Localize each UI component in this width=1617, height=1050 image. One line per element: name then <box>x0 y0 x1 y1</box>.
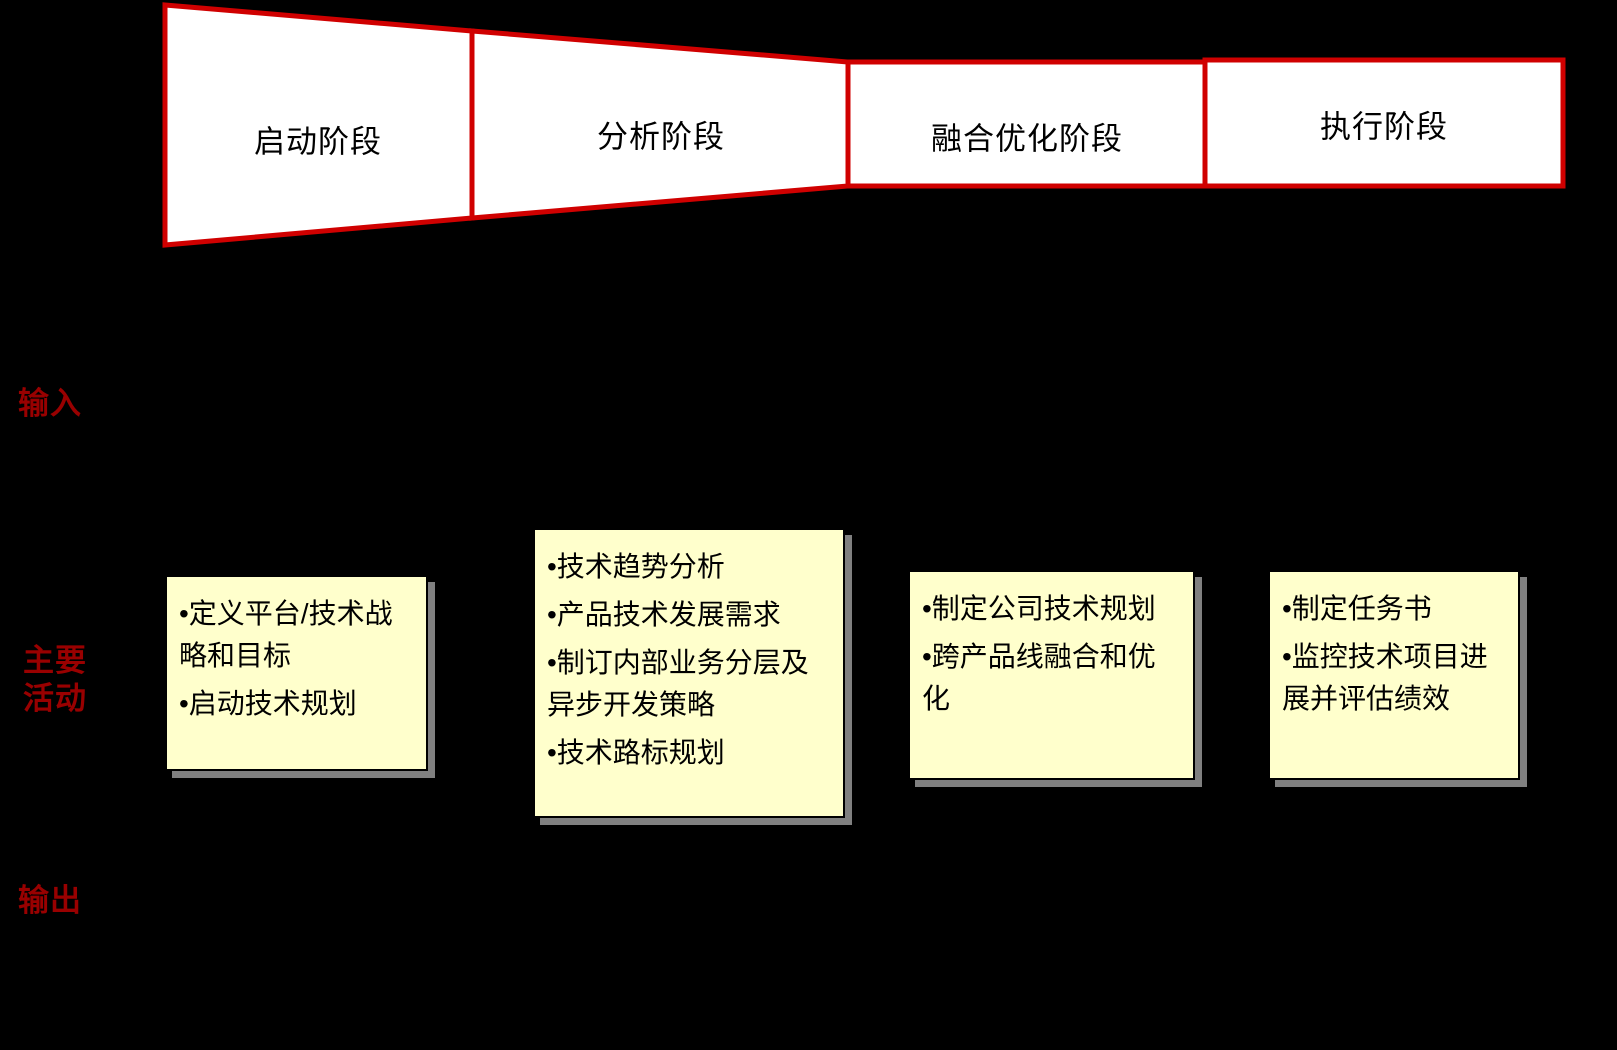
funnel-graphic <box>162 2 1566 248</box>
row-label-main-activities: 主要 活动 <box>23 643 87 716</box>
bullet-item: •技术趋势分析 <box>547 551 725 582</box>
phase-label-fusion-optimization: 融合优化阶段 <box>931 121 1123 157</box>
bullet-item: •制订内部业务分层及异步开发策略 <box>547 647 809 720</box>
activity-note-analysis: •技术趋势分析 •产品技术发展需求 •制订内部业务分层及异步开发策略 •技术路标… <box>533 528 845 818</box>
bullet-item: •定义平台/技术战略和目标 <box>179 598 393 671</box>
phase-label-initiation: 启动阶段 <box>254 124 382 160</box>
phase-shape-execution <box>1202 57 1566 189</box>
bullet-item: •启动技术规划 <box>179 688 357 719</box>
activity-note-fusion-optimization: •制定公司技术规划 •跨产品线融合和优化 <box>908 570 1195 780</box>
bullet-item: •制定任务书 <box>1282 593 1432 624</box>
row-label-input: 输入 <box>18 386 82 421</box>
phase-label-analysis: 分析阶段 <box>597 119 725 155</box>
bullet-item: •监控技术项目进展并评估绩效 <box>1282 641 1488 714</box>
bullet-item: •技术路标规划 <box>547 737 725 768</box>
bullet-item: •产品技术发展需求 <box>547 599 781 630</box>
phase-label-execution: 执行阶段 <box>1320 109 1448 145</box>
activity-note-initiation: •定义平台/技术战略和目标 •启动技术规划 <box>165 575 428 771</box>
bullet-item: •制定公司技术规划 <box>922 593 1156 624</box>
bullet-item: •跨产品线融合和优化 <box>922 641 1156 714</box>
row-label-output: 输出 <box>18 883 82 918</box>
activity-note-execution: •制定任务书 •监控技术项目进展并评估绩效 <box>1268 570 1520 780</box>
